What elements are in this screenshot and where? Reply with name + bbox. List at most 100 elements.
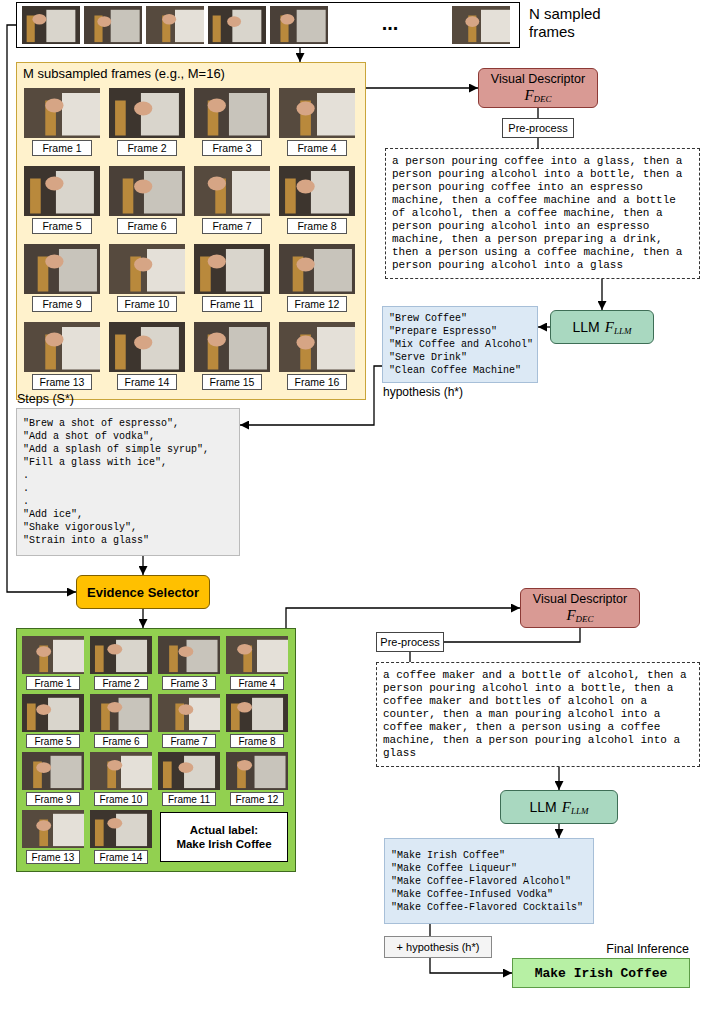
bottle bbox=[163, 762, 172, 789]
frame bbox=[24, 166, 100, 216]
hand bbox=[227, 16, 241, 27]
caption-box: a coffee maker and a bottle of alcohol, … bbox=[376, 662, 700, 767]
hand bbox=[134, 336, 152, 350]
frame-label: Frame 6 bbox=[94, 734, 148, 748]
connector-arrow bbox=[142, 556, 143, 575]
panel-fill bbox=[16, 62, 366, 400]
node-text: Frame 1 bbox=[34, 678, 71, 689]
node-text: Frame 8 bbox=[238, 736, 275, 747]
node-text: Make Irish Coffee bbox=[535, 966, 668, 981]
coffee-machine bbox=[255, 756, 286, 788]
node-text: Frame 4 bbox=[238, 678, 275, 689]
node-text: Steps (S*) bbox=[17, 392, 74, 406]
node-text: Frame 7 bbox=[170, 736, 207, 747]
frame bbox=[279, 88, 355, 138]
frame bbox=[226, 694, 288, 732]
hand bbox=[36, 704, 51, 715]
frame-label: Frame 5 bbox=[32, 218, 92, 234]
frame-label: Frame 2 bbox=[117, 140, 177, 156]
frame-strip: N sampled frames bbox=[16, 2, 520, 48]
frame-photo bbox=[90, 810, 152, 848]
hand bbox=[237, 760, 252, 771]
node-text: Frame 6 bbox=[127, 220, 166, 232]
frame-label: Frame 3 bbox=[162, 676, 216, 690]
hand bbox=[178, 646, 193, 657]
node-text: F bbox=[562, 799, 571, 816]
node-text: + hypothesis (h*) bbox=[397, 941, 480, 953]
coffee-machine bbox=[175, 10, 204, 42]
bottle bbox=[95, 646, 104, 673]
frame bbox=[24, 88, 100, 138]
hand bbox=[32, 14, 46, 25]
frame-photo bbox=[194, 322, 270, 372]
node-text: . bbox=[23, 469, 29, 482]
node-text: Frame 2 bbox=[102, 678, 139, 689]
caption-box: a person pouring coffee into a glass, th… bbox=[385, 148, 700, 279]
frame-label: Frame 16 bbox=[287, 374, 347, 390]
node-text: Frame 10 bbox=[100, 794, 143, 805]
connector-arrow bbox=[299, 48, 300, 62]
hand bbox=[178, 704, 193, 715]
frame-photo bbox=[158, 752, 220, 790]
node-text: M subsampled frames (e.g., M=16) bbox=[23, 66, 225, 81]
node-text: Frame 3 bbox=[212, 142, 251, 154]
frame-photo bbox=[24, 166, 100, 216]
node-text: "Add ice", bbox=[23, 508, 83, 521]
hand bbox=[208, 99, 226, 113]
node-text: Frame 13 bbox=[40, 376, 85, 388]
coffee-machine bbox=[116, 814, 147, 846]
frame bbox=[452, 6, 510, 44]
coffee-machine bbox=[121, 756, 152, 788]
node-text: "Make Irish Coffee" bbox=[391, 849, 505, 862]
coffee-machine bbox=[317, 93, 355, 136]
hand bbox=[45, 255, 63, 269]
hand bbox=[97, 16, 111, 27]
coffee-machine bbox=[51, 756, 82, 788]
node-text: Final Inference bbox=[606, 942, 689, 956]
hand bbox=[280, 14, 294, 25]
coffee-machine bbox=[59, 249, 97, 292]
hand bbox=[107, 702, 122, 713]
frame-photo bbox=[90, 636, 152, 674]
coffee-machine bbox=[314, 249, 352, 292]
node-text: "Mix Coffee and Alcohol" bbox=[389, 338, 533, 351]
node-text: a person pouring coffee into a glass, th… bbox=[392, 155, 693, 272]
frame-label: Frame 11 bbox=[202, 296, 262, 312]
node-text: Frame 10 bbox=[125, 298, 170, 310]
node-text: F bbox=[566, 607, 575, 624]
node-text: "Strain into a glass" bbox=[23, 534, 149, 547]
frame bbox=[194, 244, 270, 294]
descriptor-box: Visual DescriptorFDEC bbox=[478, 68, 598, 108]
frame bbox=[22, 810, 84, 848]
coffee-machine bbox=[116, 640, 147, 672]
coffee-machine bbox=[48, 698, 79, 730]
selector-box: Evidence Selector bbox=[76, 575, 210, 609]
frame bbox=[109, 166, 185, 216]
hand bbox=[45, 99, 63, 113]
node-text: Evidence Selector bbox=[87, 585, 199, 600]
frame-photo bbox=[194, 166, 270, 216]
node-text: Make Irish Coffee bbox=[176, 837, 271, 851]
node-text: LLM bbox=[571, 806, 589, 816]
coffee-machine bbox=[189, 698, 220, 730]
frame-label: Frame 14 bbox=[117, 374, 177, 390]
coffee-machine bbox=[56, 171, 94, 214]
bottle bbox=[95, 820, 104, 847]
frame-photo bbox=[279, 166, 355, 216]
node-text: N sampled frames bbox=[529, 5, 625, 41]
node-text: Frame 12 bbox=[236, 794, 279, 805]
coffee-machine bbox=[62, 93, 100, 136]
node-text: F bbox=[605, 319, 614, 336]
node-text: Frame 5 bbox=[42, 220, 81, 232]
node-text: F bbox=[524, 87, 533, 104]
connector-arrow bbox=[142, 609, 143, 628]
hand bbox=[178, 762, 193, 773]
frame-label: Frame 13 bbox=[26, 850, 80, 864]
frame bbox=[146, 6, 204, 44]
frame bbox=[208, 6, 266, 44]
frame-photo bbox=[22, 694, 84, 732]
node-text: Visual Descriptor bbox=[483, 72, 593, 87]
frame-label: Frame 4 bbox=[230, 676, 284, 690]
node-text: "Make Coffee Liqueur" bbox=[391, 862, 517, 875]
node-text: hypothesis (h*) bbox=[383, 385, 463, 399]
